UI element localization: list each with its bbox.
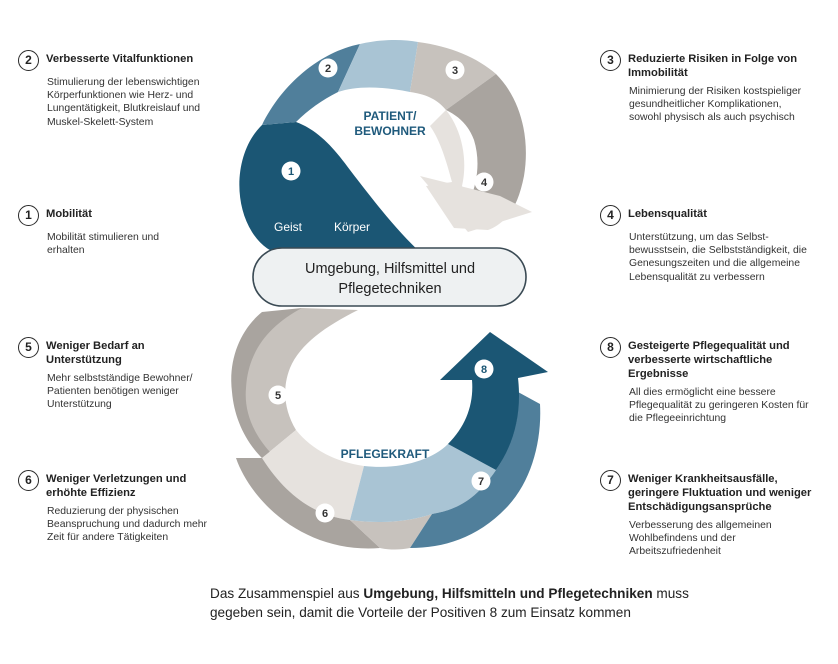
benefit-1: 1 Mobilität Mobilität stimulieren und erh…: [18, 205, 218, 257]
marker-4: 4: [474, 172, 494, 192]
marker-5: 5: [268, 385, 288, 405]
caregiver-label: PFLEGEKRAFT: [341, 447, 430, 461]
benefit-8: 8 Gesteigerte Pflegequalität und verbesse…: [600, 337, 820, 426]
center-line-2: Pflegetechniken: [338, 281, 441, 297]
marker-7: 7: [471, 471, 491, 491]
segment-6-efficiency: [262, 430, 364, 520]
segment-3-outer: [446, 74, 526, 218]
marker-3: 3: [445, 60, 465, 80]
benefit-title: Mobilität: [46, 208, 92, 220]
koerper-label: Körper: [334, 220, 370, 234]
benefit-number: 7: [600, 470, 621, 491]
segment-7-outer: [410, 392, 541, 548]
marker-2: 2: [318, 58, 338, 78]
benefit-title: Lebensqualität: [628, 208, 707, 220]
center-pill: [252, 247, 527, 307]
svg-text:3: 3: [452, 65, 458, 77]
benefit-description: Mobilität stimulieren und erhalten: [47, 232, 160, 257]
benefit-description: All dies ermöglicht eine bessere Pflegeq…: [629, 387, 809, 425]
segment-5-outer: [231, 308, 302, 458]
benefit-number: 8: [600, 337, 621, 358]
benefit-3: 3 Reduzierte Risiken in Folge von Immobil…: [600, 50, 820, 125]
patient-label-2: BEWOHNER: [354, 124, 426, 138]
segment-6-mid: [350, 514, 432, 550]
svg-text:8: 8: [481, 364, 487, 376]
benefit-title: Weniger Verletzungen und erhöhte Effizie…: [46, 473, 187, 499]
svg-text:4: 4: [481, 177, 488, 189]
benefit-number: 3: [600, 50, 621, 71]
segment-5-support: [238, 308, 358, 458]
patient-label-1: PATIENT/: [364, 109, 418, 123]
segment-2-vitals: [338, 39, 418, 92]
arrow-head-4: [420, 176, 532, 232]
benefit-4: 4 Lebensqualität Unterstützung, um das Se…: [600, 205, 820, 284]
benefit-number: 5: [18, 337, 39, 358]
caption-pre: Das Zusammenspiel aus: [210, 586, 364, 601]
benefit-description: Unterstützung, um das Selbst-bewusstsein…: [629, 232, 807, 283]
benefit-number: 6: [18, 470, 39, 491]
benefit-title: Weniger Krankheitsausfälle, geringere Fl…: [628, 473, 812, 513]
caption-post: muss gegeben sein, damit die Vorteile de…: [210, 586, 689, 620]
benefit-5: 5 Weniger Bedarf an Unterstützung Mehr se…: [18, 337, 218, 412]
benefit-title: Verbesserte Vitalfunktionen: [46, 53, 194, 65]
benefit-number: 4: [600, 205, 621, 226]
benefit-number: 1: [18, 205, 39, 226]
benefit-7: 7 Weniger Krankheitsausfälle, geringere F…: [600, 470, 830, 559]
benefit-title: Gesteigerte Pflegequalität und verbesser…: [628, 340, 790, 380]
svg-text:7: 7: [478, 476, 484, 488]
segment-1-mobility: [239, 122, 424, 256]
benefit-number: 2: [18, 50, 39, 71]
benefit-description: Verbesserung des allgemeinen Wohlbefinde…: [629, 520, 772, 558]
svg-text:5: 5: [275, 390, 281, 402]
segment-6-outer: [236, 458, 380, 549]
caption-bold: Umgebung, Hilfsmitteln und Pflegetechnik…: [363, 586, 653, 601]
marker-6: 6: [315, 503, 335, 523]
svg-text:1: 1: [288, 166, 294, 178]
geist-label: Geist: [274, 220, 303, 234]
segment-7-sickleave: [350, 444, 496, 522]
benefit-2: 2 Verbesserte Vitalfunktionen Stimulierun…: [18, 50, 218, 129]
benefit-6: 6 Weniger Verletzungen und erhöhte Effizi…: [18, 470, 218, 545]
segment-8-quality: [440, 332, 548, 470]
svg-text:6: 6: [322, 508, 328, 520]
benefit-description: Stimulierung der lebenswichtigen Körperf…: [47, 77, 201, 128]
svg-text:2: 2: [325, 63, 331, 75]
benefit-title: Weniger Bedarf an Unterstützung: [46, 340, 145, 366]
marker-8: 8: [474, 359, 494, 379]
benefit-description: Reduzierung der physischen Beanspruchung…: [47, 506, 208, 544]
benefit-title: Reduzierte Risiken in Folge von Immobili…: [628, 53, 798, 79]
benefit-description: Mehr selbstständige Bewohner/ Patienten …: [47, 373, 193, 411]
center-line-1: Umgebung, Hilfsmittel und: [305, 261, 475, 277]
benefit-description: Minimierung der Risiken kostspieliger ge…: [629, 86, 802, 124]
footer-caption: Das Zusammenspiel aus Umgebung, Hilfsmit…: [210, 584, 690, 622]
marker-1: 1: [281, 161, 301, 181]
